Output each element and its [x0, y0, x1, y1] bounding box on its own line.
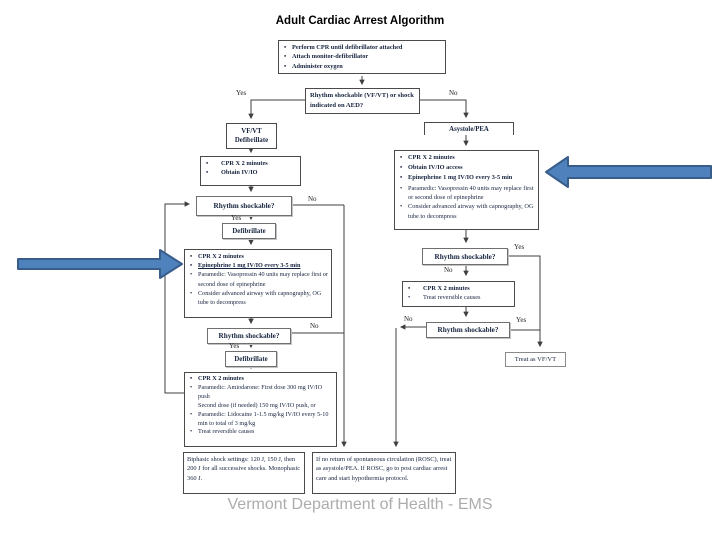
label-no-left1: No: [308, 195, 317, 203]
box-shockable-check: Rhythm shockable (VF/VT) or shock indica…: [305, 88, 420, 114]
page-title: Adult Cardiac Arrest Algorithm: [275, 15, 445, 27]
label-no-right1: No: [444, 266, 453, 274]
box-epinephrine-right: CPR X 2 minutes Obtain IV/IO access Epin…: [394, 150, 539, 230]
label-no-top: No: [449, 89, 458, 97]
connector-check-yes: [248, 99, 305, 120]
box-treat-as-vfvt: Treat as VF/VT: [505, 352, 566, 367]
box-rhythm-shockable-right1: Rhythm shockable?: [422, 248, 508, 265]
box-biphasic-settings: Biphasic shock settings: 120 J, 150 J, t…: [183, 452, 305, 494]
box-rhythm-shockable-left1: Rhythm shockable?: [196, 196, 292, 216]
footer-text: Vermont Department of Health - EMS: [227, 496, 493, 513]
label-no-right2: No: [404, 315, 413, 323]
connector-check-no: [420, 99, 469, 119]
box-initial-actions: Perform CPR until defibrillator attached…: [278, 40, 446, 74]
label-yes-right1: Yes: [514, 243, 525, 251]
box-defibrillate-2: Defibrillate: [225, 351, 277, 367]
box-epinephrine-left: CPR X 2 minutes Epinephrine 1 mg IV/IO e…: [184, 249, 332, 318]
box-asystole-pea: Asystole/PEA: [424, 122, 514, 135]
label-yes-top: Yes: [236, 89, 247, 97]
box-rhythm-shockable-left2: Rhythm shockable?: [207, 328, 291, 344]
box-cpr-obtain-iv: CPR X 2 minutes Obtain IV/IO: [200, 156, 301, 186]
label-no-left2: No: [310, 322, 319, 330]
box-cpr-treat-causes: CPR X 2 minutes Treat reversible causes: [402, 281, 515, 307]
box-rosc-note: If no return of spontaneous circulation …: [312, 452, 456, 494]
box-amiodarone: CPR X 2 minutes Paramedic: Amiodarone: F…: [184, 372, 337, 447]
connector-rhythm-r1-yes: [508, 255, 543, 348]
connector-loopback-left: [164, 201, 191, 394]
box-rhythm-shockable-right2: Rhythm shockable?: [426, 322, 510, 338]
label-yes-left1: Yes: [231, 214, 242, 222]
box-defibrillate-1: Defibrillate: [222, 223, 276, 239]
label-yes-right2: Yes: [516, 316, 527, 324]
label-yes-left2: Yes: [229, 342, 240, 350]
